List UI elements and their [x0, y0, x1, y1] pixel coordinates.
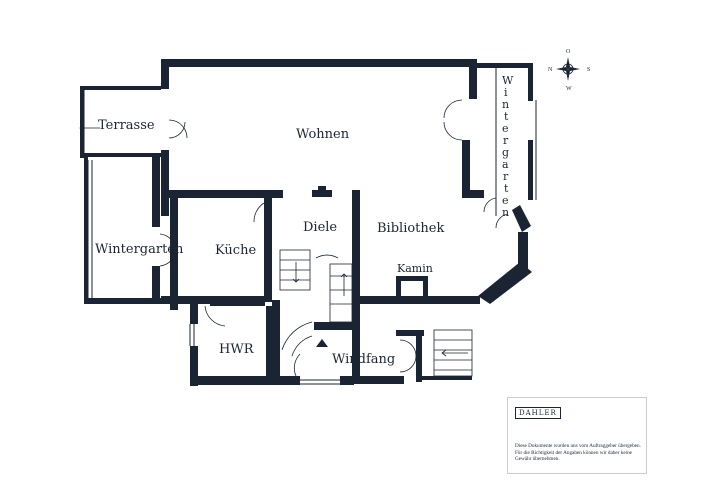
compass-north: N: [548, 67, 553, 73]
letter: g: [502, 146, 509, 159]
room-wintergarten-left-label: Wintergarten: [95, 242, 184, 257]
stairs: [79, 124, 473, 377]
letter: n: [502, 206, 509, 219]
letter: W: [502, 74, 514, 87]
compass: N O S W: [548, 49, 590, 92]
room-wohnen-label: Wohnen: [296, 127, 350, 142]
room-diele-label: Diele: [303, 220, 337, 235]
room-bibliothek-label: Bibliothek: [377, 221, 444, 236]
info-box: DAHLER Diese Dokumente wurden uns vom Au…: [507, 397, 647, 474]
letter: e: [502, 194, 509, 207]
disclaimer-text: Diese Dokumente wurden uns vom Auftragge…: [515, 443, 641, 462]
letter: r: [503, 170, 509, 183]
room-hwr-label: HWR: [219, 342, 255, 357]
letter: a: [502, 158, 509, 171]
windows: [83, 68, 537, 385]
compass-west: W: [566, 86, 572, 92]
room-wintergarten-right-label: W i n t e r g a r t e n: [502, 74, 514, 219]
doors: [159, 99, 509, 373]
room-kamin-label: Kamin: [397, 262, 433, 275]
room-windfang-label: Windfang: [332, 352, 395, 367]
letter: n: [502, 98, 509, 111]
dahler-logo: DAHLER: [515, 407, 561, 419]
compass-south: S: [587, 67, 590, 73]
letter: t: [504, 182, 509, 195]
room-terrasse-label: Terrasse: [98, 118, 155, 133]
room-kueche-label: Küche: [215, 243, 256, 258]
letter: t: [504, 110, 509, 123]
walls: [80, 59, 533, 386]
letter: i: [504, 86, 508, 99]
compass-east: O: [566, 49, 571, 55]
letter: r: [503, 134, 509, 147]
letter: e: [502, 122, 509, 135]
